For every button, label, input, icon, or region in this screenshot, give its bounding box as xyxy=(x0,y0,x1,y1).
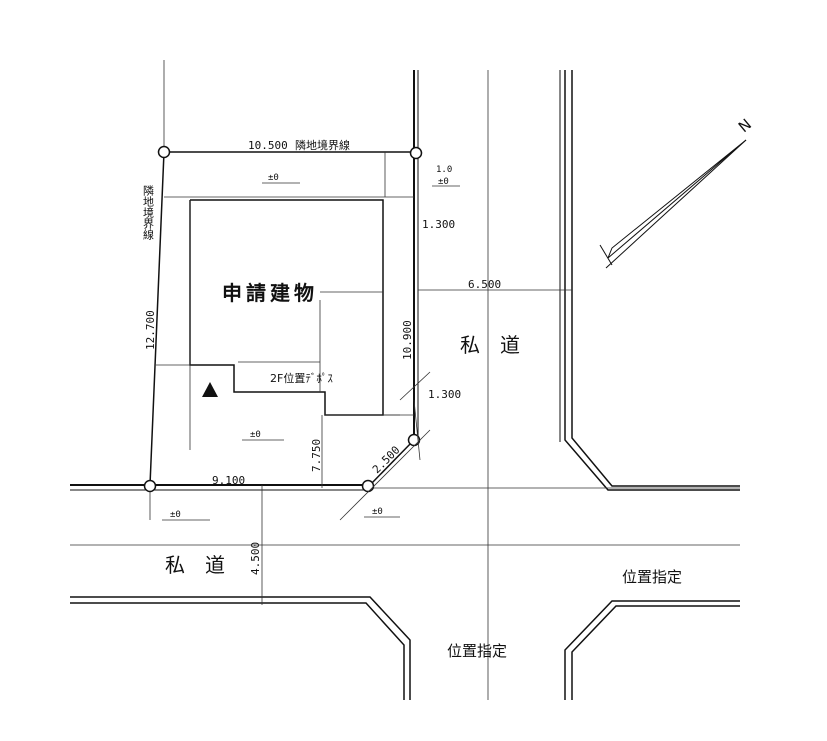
neighbor-boundary-label-left: 隣地境界線 xyxy=(142,184,155,240)
dimension-lines xyxy=(261,152,572,605)
dim-setback-top-right: 1.300 xyxy=(422,218,455,231)
north-label: N xyxy=(735,115,755,136)
road-lines xyxy=(70,70,740,700)
dim-inner-vertical: 7.750 xyxy=(310,439,323,472)
neighbor-boundary-label-top: 隣地境界線 xyxy=(295,138,350,152)
boundary-markers xyxy=(143,145,423,493)
building-label: 申請建物 xyxy=(222,281,318,305)
elevation-top: ±0 xyxy=(268,173,279,183)
boundary-marker-bottom-left xyxy=(143,479,157,493)
road-label-bottom: 私 道 xyxy=(165,553,225,577)
elevation-bottom-right: ±0 xyxy=(372,507,383,517)
north-arrow xyxy=(599,139,747,269)
dim-road-width-right: 6.500 xyxy=(468,278,501,291)
dim-bottom-edge: 9.100 xyxy=(212,474,245,487)
elevation-center: ±0 xyxy=(250,430,261,440)
elevation-top-right: ±0 xyxy=(438,177,449,187)
dim-corner-cut: 2.500 xyxy=(370,444,403,477)
road-label-right: 私 道 xyxy=(460,333,520,357)
position-designation-label-right: 位置指定 xyxy=(622,568,682,586)
dim-gap-top-right: 1.0 xyxy=(436,165,452,175)
position-designation-label-bottom: 位置指定 xyxy=(447,642,507,660)
dim-road-width-bottom: 4.500 xyxy=(249,542,262,575)
dim-top-edge: 10.500 xyxy=(248,139,288,152)
boundary-marker-top-right xyxy=(409,146,423,160)
triangle-marker xyxy=(202,382,218,397)
building-outline xyxy=(156,196,431,488)
dim-right-edge: 10.900 xyxy=(401,320,414,360)
dim-left-edge: 12.700 xyxy=(144,310,157,350)
boundary-marker-top-left xyxy=(157,145,171,159)
dim-setback-bottom-right: 1.300 xyxy=(428,388,461,401)
boundary-marker-bottom-right xyxy=(361,479,375,493)
parking-note: 2F位置ﾃﾞﾎﾟｽ xyxy=(270,371,333,385)
elevation-bottom-left: ±0 xyxy=(170,510,181,520)
